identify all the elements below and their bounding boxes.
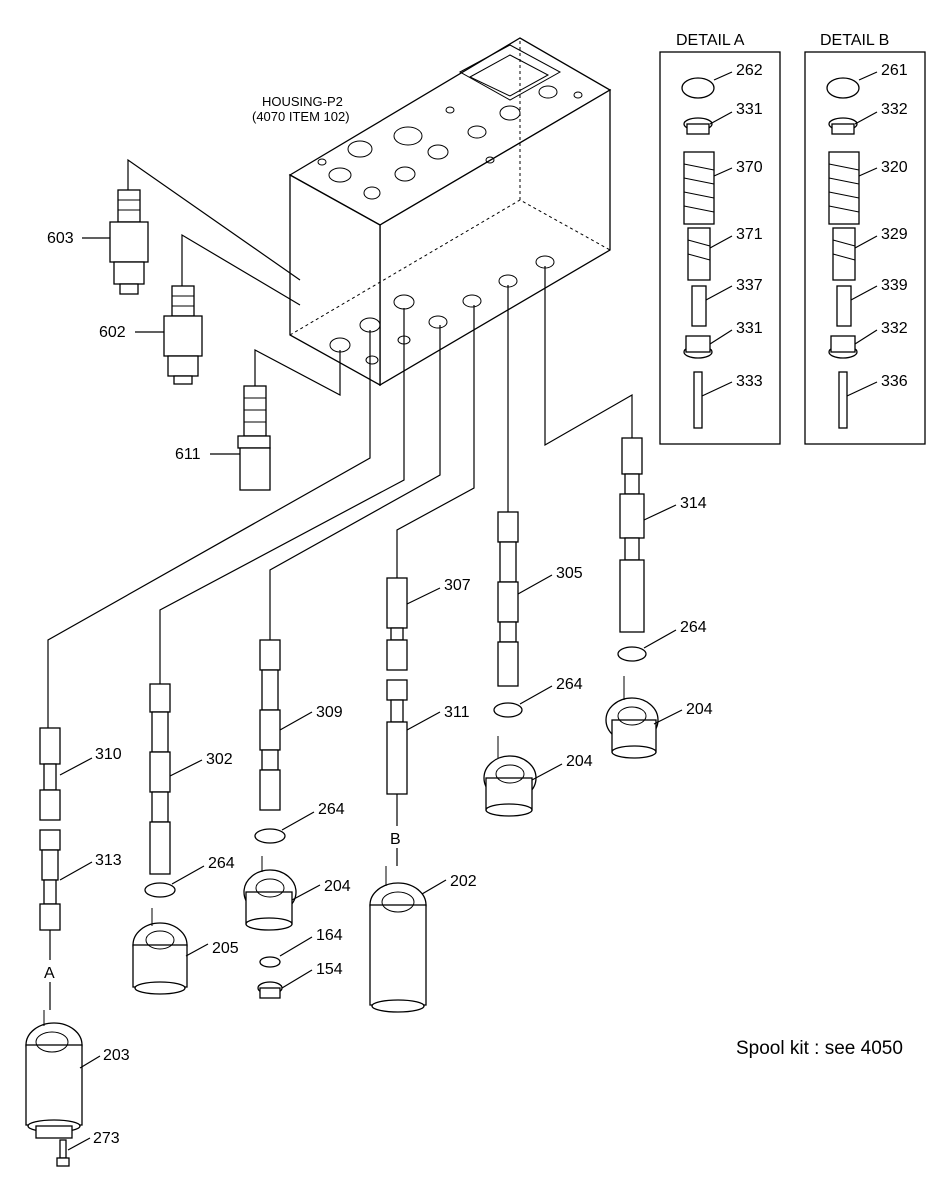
label-611: 611 — [175, 446, 201, 463]
detail-b-item-7: 336 — [881, 373, 908, 390]
cap-204-mid — [483, 736, 537, 817]
label-307: 307 — [444, 577, 471, 594]
detail-b-item-6: 332 — [881, 320, 908, 337]
spool-313 — [39, 829, 61, 931]
o-ring-264-b — [493, 702, 523, 718]
spool-310 — [39, 727, 61, 821]
label-314: 314 — [680, 495, 707, 512]
o-ring-264-c — [254, 828, 286, 844]
o-ring-264-d — [144, 882, 176, 898]
housing-block — [288, 37, 612, 387]
detail-b-item-1: 261 — [881, 62, 908, 79]
label-202: 202 — [450, 873, 477, 890]
part-603-relief-valve — [109, 189, 149, 295]
label-302: 302 — [206, 751, 233, 768]
detail-b-item-4: 329 — [881, 226, 908, 243]
housing-name: HOUSING-P2 — [262, 94, 343, 109]
label-264-b: 264 — [556, 676, 583, 693]
label-164: 164 — [316, 927, 343, 944]
detail-a-title: DETAIL A — [676, 32, 745, 49]
spool-311 — [386, 679, 408, 795]
label-313: 313 — [95, 852, 122, 869]
label-203: 203 — [103, 1047, 130, 1064]
spool-305 — [497, 511, 519, 687]
label-204-a: 204 — [686, 701, 713, 718]
spool-314 — [619, 437, 645, 633]
part-602-relief-valve — [163, 285, 203, 385]
label-310: 310 — [95, 746, 122, 763]
detail-a-item-2: 331 — [736, 101, 763, 118]
plug-154 — [257, 981, 283, 999]
detail-a-panel: DETAIL A 262 331 370 371 337 331 333 — [659, 32, 781, 445]
label-305: 305 — [556, 565, 583, 582]
detail-a-item-4: 371 — [736, 226, 763, 243]
assembly-lines — [47, 158, 633, 728]
bolt-273 — [56, 1139, 70, 1167]
o-ring-264-a — [617, 646, 647, 662]
label-205: 205 — [212, 940, 239, 957]
label-264-a: 264 — [680, 619, 707, 636]
label-602: 602 — [99, 324, 126, 341]
cap-204-right — [605, 676, 659, 759]
spool-309 — [259, 639, 281, 811]
part-611-valve — [237, 385, 271, 491]
label-264-c: 264 — [318, 801, 345, 818]
detail-a-item-3: 370 — [736, 159, 763, 176]
label-154: 154 — [316, 961, 343, 978]
label-204-b: 204 — [566, 753, 593, 770]
detail-a-item-7: 333 — [736, 373, 763, 390]
label-264-d: 264 — [208, 855, 235, 872]
label-273: 273 — [93, 1130, 120, 1147]
housing-reference: (4070 ITEM 102) — [252, 109, 350, 124]
label-309: 309 — [316, 704, 343, 721]
spool-302 — [149, 683, 171, 875]
detail-a-item-6: 331 — [736, 320, 763, 337]
cap-204-left — [243, 856, 297, 931]
label-204-c: 204 — [324, 878, 351, 895]
label-603: 603 — [47, 230, 74, 247]
cap-203 — [25, 1010, 83, 1139]
section-mark-b: B — [390, 831, 401, 848]
detail-b-item-3: 320 — [881, 159, 908, 176]
detail-a-item-1: 262 — [736, 62, 763, 79]
cap-205 — [132, 908, 188, 995]
o-ring-164 — [259, 956, 281, 968]
spool-kit-note: Spool kit : see 4050 — [736, 1038, 903, 1059]
section-mark-a: A — [44, 965, 55, 982]
detail-b-panel: DETAIL B 261 332 320 329 339 332 336 — [804, 32, 926, 445]
detail-b-item-2: 332 — [881, 101, 908, 118]
cap-202 — [369, 866, 427, 1013]
detail-b-item-5: 339 — [881, 277, 908, 294]
detail-b-title: DETAIL B — [820, 32, 889, 49]
label-311: 311 — [444, 704, 470, 721]
detail-a-item-5: 337 — [736, 277, 763, 294]
spool-307 — [386, 577, 408, 671]
